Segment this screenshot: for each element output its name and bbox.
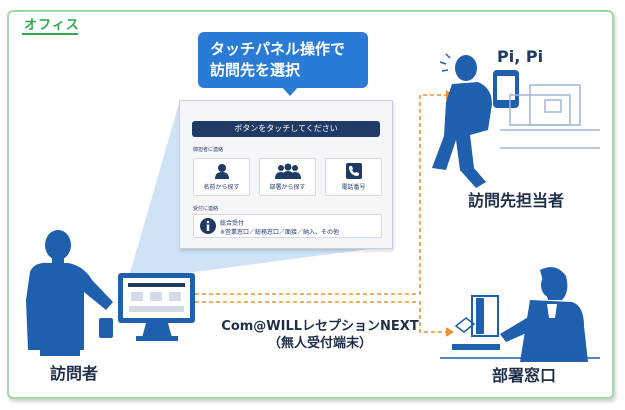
- staff-label: 訪問先担当者: [468, 191, 565, 210]
- search-by-department-button[interactable]: 部署から探す: [259, 158, 316, 196]
- notification-badge: Pi, Pi: [497, 47, 544, 66]
- bubble-tail: [281, 86, 299, 96]
- staff-figure: [432, 53, 519, 188]
- visitor-figure: [26, 230, 113, 356]
- arrow-to-department-head: [446, 327, 454, 337]
- reception-label: 受付に連絡: [193, 206, 219, 212]
- search-by-name-button[interactable]: 名前から探す: [193, 158, 250, 196]
- visitor-label: 訪問者: [50, 364, 99, 383]
- arrow-to-staff: [195, 94, 446, 295]
- kiosk-terminal: [118, 273, 195, 341]
- phone-number-label: 電話番号: [341, 184, 366, 191]
- contact-label: 御担者に連絡: [193, 147, 224, 153]
- panel-header: ボタンをタッチしてください: [192, 121, 380, 137]
- bubble-line-1: タッチパネル操作で: [210, 40, 346, 58]
- general-reception-button[interactable]: 総合受付 ※営業窓口／総務窓口／面接／納入、その他: [193, 214, 382, 238]
- arrow-to-department: [195, 301, 446, 333]
- instruction-bubble: タッチパネル操作で 訪問先を選択: [198, 32, 368, 88]
- bubble-line-2: 訪問先を選択: [210, 61, 301, 79]
- phone-number-button[interactable]: 電話番号: [325, 158, 382, 196]
- person-icon: [214, 164, 229, 179]
- department-figure: [440, 267, 600, 362]
- product-caption: Com@WILLレセプションNEXT （無人受付端末）: [200, 318, 440, 352]
- product-name: Com@WILLレセプションNEXT: [221, 319, 419, 334]
- info-icon: [200, 218, 216, 234]
- department-label: 部署窓口: [492, 366, 557, 385]
- phone-icon: [345, 163, 362, 179]
- general-reception-detail: ※営業窓口／総務窓口／面接／納入、その他: [220, 229, 340, 236]
- section-underline: [22, 33, 78, 35]
- section-label: オフィス: [24, 18, 80, 33]
- general-reception-title: 総合受付: [220, 220, 245, 227]
- office-desks: [500, 84, 600, 149]
- search-by-name-label: 名前から探す: [203, 184, 240, 191]
- product-subtitle: （無人受付端末）: [267, 336, 372, 351]
- search-by-department-label: 部署から探す: [269, 184, 306, 191]
- group-icon: [274, 163, 301, 179]
- touch-panel-screen: ボタンをタッチしてください 御担者に連絡 名前から探す 部署から探す 電話番号 …: [179, 100, 393, 249]
